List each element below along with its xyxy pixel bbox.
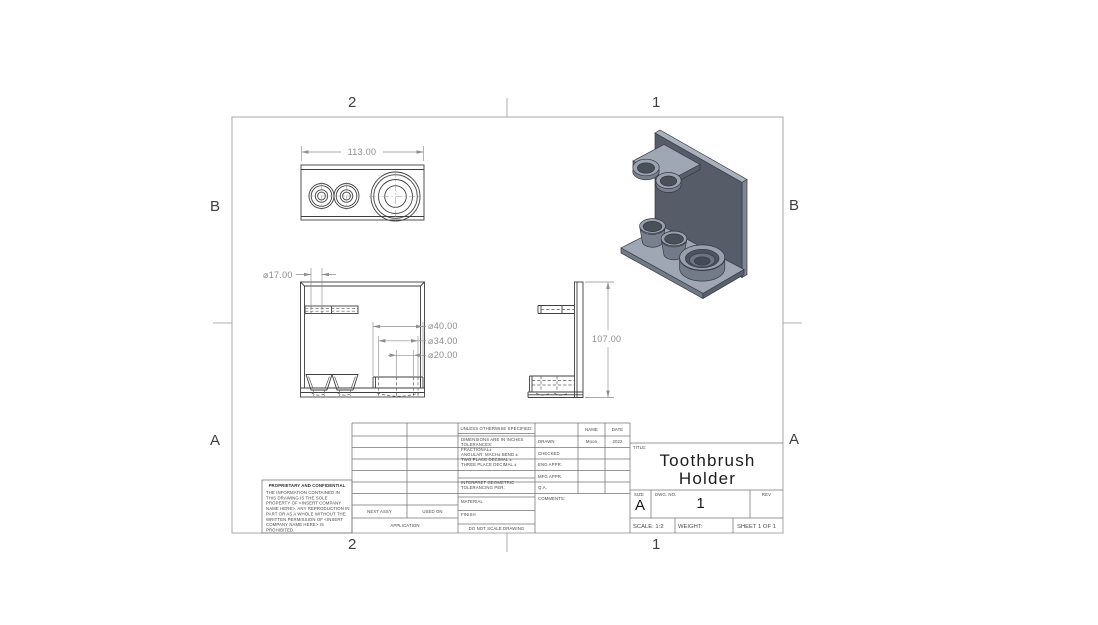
- proprietary-title: PROPRIETARY AND CONFIDENTIAL: [268, 483, 346, 488]
- title-label: TITLE:: [633, 445, 647, 450]
- note-used-on: USED ON: [422, 509, 443, 514]
- dim-d20: ⌀20.00: [428, 350, 458, 360]
- approvals-row-label: COMMENTS:: [538, 496, 566, 501]
- zone-label-bottom-right: 1: [652, 536, 661, 553]
- approvals-row-label: Q.A.: [538, 485, 547, 490]
- approvals-date-header: DATE: [611, 426, 624, 432]
- zone-label-top-left: 2: [348, 94, 357, 111]
- zone-label-right-bottom: A: [789, 431, 800, 448]
- dim-d34: ⌀34.00: [428, 335, 458, 346]
- sheet-label: SHEET 1 OF 1: [737, 522, 776, 530]
- note-two-place: TWO PLACE DECIMAL ±: [461, 457, 512, 462]
- approvals-drawn-name: Moon: [585, 439, 598, 444]
- note-angular: ANGULAR: MACH± BEND ±: [461, 452, 518, 457]
- dimension-diameters: [372, 322, 426, 376]
- note-tolerancing: TOLERANCING PER:: [461, 485, 505, 490]
- approvals-row-label: ENG APPR.: [538, 462, 563, 467]
- dim-height-107: 107.00: [592, 333, 622, 344]
- zone-label-left-bottom: A: [210, 432, 221, 449]
- dim-d40: ⌀40.00: [428, 321, 458, 331]
- zone-label-right-top: B: [789, 197, 800, 214]
- side-view: [527, 281, 584, 398]
- dim-hole-17: ⌀17.00: [263, 269, 293, 280]
- size-label: SIZE: [633, 491, 644, 497]
- note-material: MATERIAL: [461, 498, 483, 504]
- note-tolerances: TOLERANCES:: [461, 442, 493, 447]
- top-view: [300, 164, 425, 223]
- note-finish: FINISH: [461, 512, 476, 517]
- dimension-width-113: [301, 146, 424, 161]
- note-unless: UNLESS OTHERWISE SPECIFIED:: [460, 425, 533, 431]
- approvals-row-label: CHECKED: [538, 450, 560, 456]
- zone-label-left-top: B: [210, 198, 221, 215]
- dim-width-113: 113.00: [347, 146, 377, 157]
- approvals-drawn-date: 2022: [612, 439, 623, 444]
- dimension-hole-17: [296, 268, 336, 310]
- approvals-row-label: DRAWN: [538, 439, 555, 444]
- scale-value: SCALE: 1:2: [633, 522, 664, 530]
- note-fractional: FRACTIONAL±: [461, 447, 492, 452]
- note-application: APPLICATION: [390, 522, 420, 528]
- drawing-title-line2: Holder: [678, 469, 737, 488]
- drawing-title-line1: Toothbrush: [659, 451, 756, 470]
- note-dims-inches: DIMENSIONS ARE IN INCHES: [461, 437, 524, 442]
- note-next-assy: NEXT ASSY: [367, 509, 392, 514]
- note-three-place: THREE PLACE DECIMAL ±: [461, 462, 517, 467]
- dwg-no-value: 1: [696, 495, 705, 512]
- rev-label: REV: [761, 491, 772, 497]
- dimension-height-107: [585, 281, 614, 398]
- front-view: [300, 281, 425, 398]
- approvals-row-label: MFG APPR.: [538, 473, 563, 479]
- iso-ring-hole: [637, 162, 655, 174]
- zone-label-bottom-left: 2: [348, 536, 357, 553]
- dwg-no-label: DWG. NO.: [655, 491, 677, 497]
- weight-label: WEIGHT:: [678, 522, 703, 530]
- sheet-border: [213, 98, 802, 552]
- size-value: A: [635, 497, 646, 514]
- proprietary-body: THE INFORMATION CONTAINED IN THIS DRAWIN…: [265, 489, 350, 533]
- isometric-view: [620, 129, 748, 300]
- zone-label-top-right: 1: [652, 94, 661, 111]
- approvals-name-header: NAME: [585, 426, 598, 432]
- title-block-grid: [261, 422, 783, 534]
- note-interpret: INTERPRET GEOMETRIC: [461, 480, 515, 485]
- note-do-not-scale: DO NOT SCALE DRAWING: [468, 526, 525, 531]
